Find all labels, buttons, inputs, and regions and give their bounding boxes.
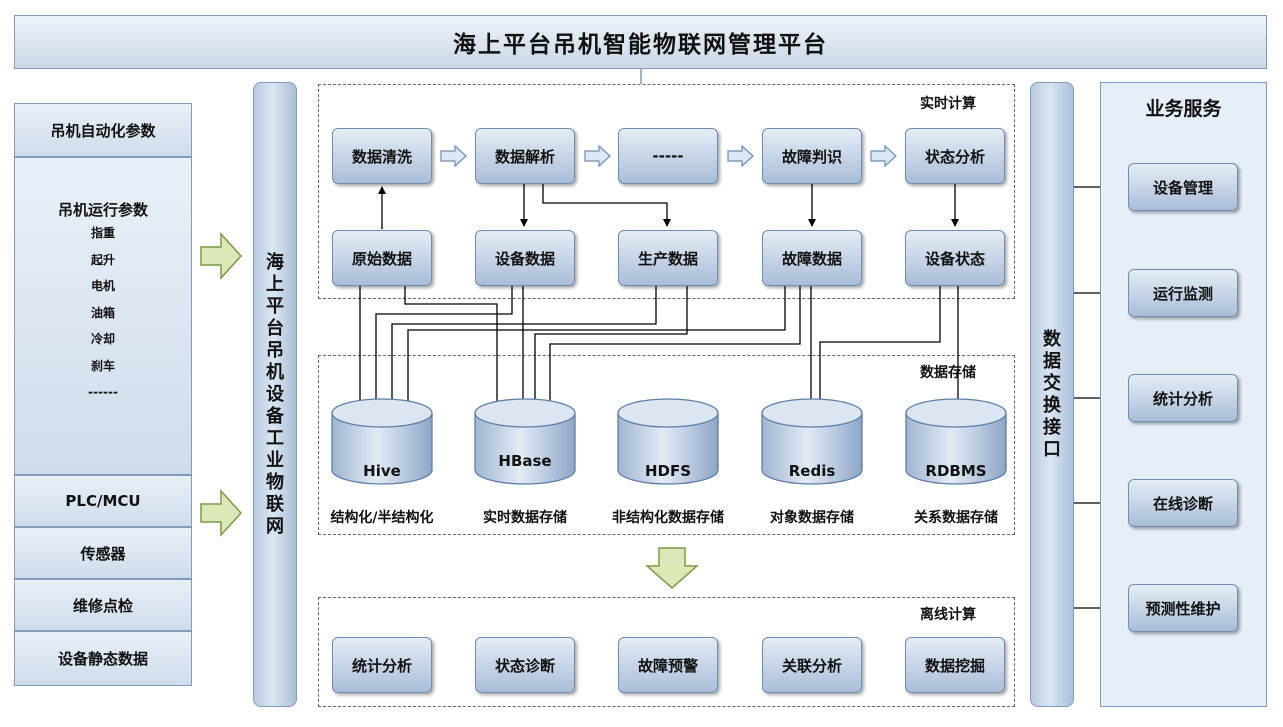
db-description: 实时数据存储 <box>483 510 567 526</box>
exchange-bar-char: 接 <box>1043 416 1061 438</box>
db-rdbms-icon <box>905 398 1007 485</box>
node-data-parsing: 数据解析 <box>475 128 575 184</box>
db-name: RDBMS <box>925 462 987 480</box>
realtime-section <box>318 84 1015 299</box>
flow-arrow <box>727 144 754 168</box>
exchange-bar-char: 数 <box>1043 328 1061 350</box>
fault-to-hbase-line <box>546 286 801 419</box>
input-arrow-upper <box>200 232 243 280</box>
node-fault-warning: 故障预警 <box>618 637 718 693</box>
run-param-item: 刹车 <box>90 358 115 373</box>
exchange-bar-char: 口 <box>1043 438 1061 460</box>
db-hive-icon <box>331 398 433 485</box>
node-statistics: 统计分析 <box>332 637 432 693</box>
node-fault-data: 故障数据 <box>762 230 862 286</box>
node-device-data: 设备数据 <box>475 230 575 286</box>
biz-predictive-maintenance: 预测性维护 <box>1128 584 1238 632</box>
parse-to-production-arrow <box>542 184 671 227</box>
sensor-cell: 传感器 <box>14 527 192 579</box>
node-production-data: 生产数据 <box>618 230 718 286</box>
db-hdfs-icon <box>617 398 719 485</box>
run-params-cell: 吊机运行参数 指重 起升 电机 油箱 冷却 刹车 ------ <box>14 157 192 475</box>
node-state-diagnosis: 状态诊断 <box>475 637 575 693</box>
offline-section <box>318 597 1015 707</box>
iot-bar-char: 业 <box>266 449 284 471</box>
static-data-cell: 设备静态数据 <box>14 631 192 686</box>
node-placeholder: ----- <box>618 128 718 184</box>
plc-cell: PLC/MCU <box>14 475 192 527</box>
production-to-hbase-line <box>531 286 688 419</box>
node-data-mining: 数据挖掘 <box>905 637 1005 693</box>
exchange-bar-char: 据 <box>1043 350 1061 372</box>
input-arrow-lower <box>200 489 243 537</box>
exchange-bar-char: 换 <box>1043 394 1061 416</box>
node-data-cleaning: 数据清洗 <box>332 128 432 184</box>
db-description: 结构化/半结构化 <box>330 510 434 526</box>
run-param-item: ------ <box>88 385 118 399</box>
raw-to-hbase-line <box>404 286 501 419</box>
state-to-redis-line <box>816 286 941 419</box>
db-description: 非结构化数据存储 <box>612 510 724 526</box>
run-params-title: 吊机运行参数 <box>57 201 148 219</box>
flow-arrow <box>584 144 611 168</box>
flow-arrow <box>870 144 897 168</box>
biz-online-diagnosis: 在线诊断 <box>1128 479 1238 527</box>
db-description: 关系数据存储 <box>914 510 998 526</box>
db-name: HBase <box>498 452 552 470</box>
iot-bar-char: 平 <box>266 295 284 317</box>
data-exchange-bar: 数 据 交 换 接 口 <box>1030 82 1074 707</box>
maintenance-cell: 维修点检 <box>14 579 192 631</box>
run-param-item: 油箱 <box>90 305 115 320</box>
storage-section <box>318 355 1015 535</box>
run-param-item: 指重 <box>90 226 115 240</box>
db-hbase-icon <box>474 398 576 485</box>
db-name: HDFS <box>644 462 692 480</box>
run-param-item: 电机 <box>90 279 115 293</box>
biz-statistics: 统计分析 <box>1128 374 1238 422</box>
realtime-label: 实时计算 <box>920 96 976 112</box>
fault-to-hive-line <box>404 286 786 419</box>
business-title: 业务服务 <box>1145 98 1222 120</box>
iot-bar-char: 台 <box>266 317 284 339</box>
node-state-analysis: 状态分析 <box>905 128 1005 184</box>
biz-run-monitoring: 运行监测 <box>1128 269 1238 317</box>
db-redis-icon <box>761 398 863 485</box>
iot-bar-char: 网 <box>266 515 284 537</box>
node-correlation: 关联分析 <box>762 637 862 693</box>
iot-bar-char: 机 <box>266 361 284 383</box>
device-to-hive-line <box>372 286 513 419</box>
iot-bar-char: 设 <box>266 383 284 405</box>
node-fault-judgment: 故障判识 <box>762 128 862 184</box>
flow-arrow <box>440 144 467 168</box>
node-raw-data: 原始数据 <box>332 230 432 286</box>
iot-network-bar: 海 上 平 台 吊 机 设 备 工 业 物 联 网 <box>253 82 297 707</box>
iot-bar-char: 上 <box>266 273 284 295</box>
iot-bar-char: 联 <box>266 493 284 515</box>
node-device-state: 设备状态 <box>905 230 1005 286</box>
run-param-item: 起升 <box>90 252 115 267</box>
automation-params-cell: 吊机自动化参数 <box>14 103 192 157</box>
db-name: Hive <box>363 462 401 480</box>
page-title: 海上平台吊机智能物联网管理平台 <box>14 15 1267 69</box>
db-name: Redis <box>788 462 836 480</box>
exchange-bar-char: 交 <box>1043 372 1061 394</box>
db-description: 对象数据存储 <box>770 510 854 526</box>
iot-bar-char: 物 <box>266 471 284 493</box>
iot-bar-char: 海 <box>266 251 284 273</box>
production-to-hive-line <box>388 286 657 419</box>
iot-bar-char: 吊 <box>266 339 284 361</box>
iot-bar-char: 备 <box>266 405 284 427</box>
run-param-item: 冷却 <box>90 332 115 346</box>
biz-device-management: 设备管理 <box>1128 163 1238 211</box>
iot-bar-char: 工 <box>266 427 284 449</box>
storage-label: 数据存储 <box>920 365 976 381</box>
storage-to-offline-arrow <box>645 547 699 589</box>
offline-label: 离线计算 <box>920 607 976 623</box>
